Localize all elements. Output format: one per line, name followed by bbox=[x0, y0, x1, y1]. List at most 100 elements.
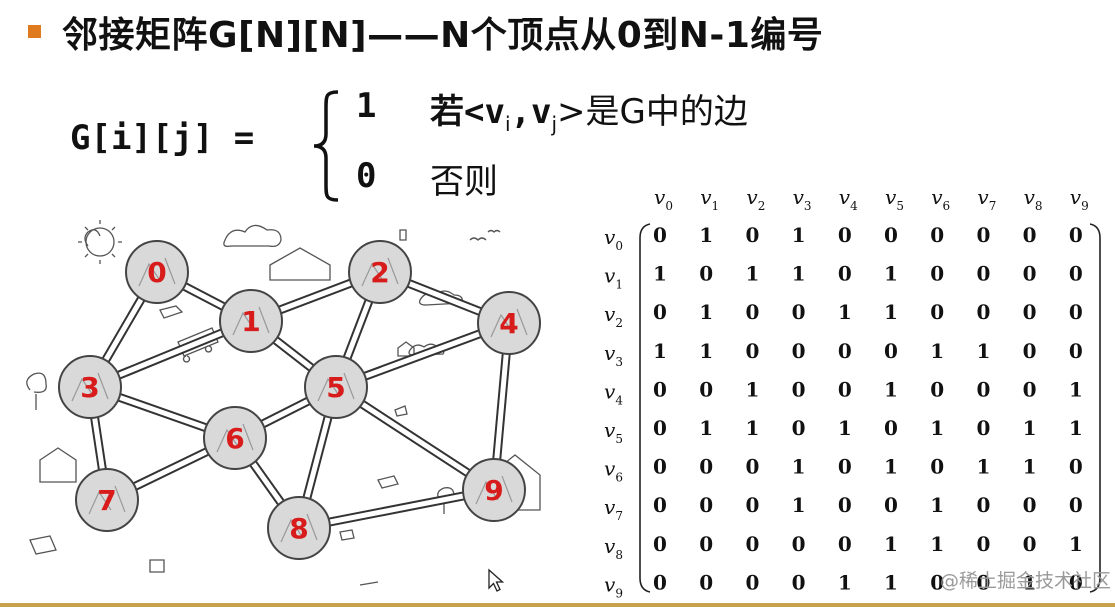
matrix-cell: 1 bbox=[838, 416, 852, 440]
matrix-cell: 1 bbox=[1069, 532, 1083, 556]
row-header-base: v bbox=[604, 534, 616, 558]
matrix-cell: 0 bbox=[976, 532, 990, 556]
matrix-col-header: v1 bbox=[700, 185, 719, 213]
tree-icon bbox=[26, 229, 101, 410]
col-header-sub: 9 bbox=[1081, 199, 1089, 213]
row-header-base: v bbox=[604, 572, 616, 596]
graph-vertex: 9 bbox=[462, 458, 526, 522]
matrix-cell: 1 bbox=[792, 223, 806, 247]
matrix-cell: 1 bbox=[838, 570, 852, 594]
matrix-cell: 1 bbox=[884, 300, 898, 324]
house-icon bbox=[39, 447, 77, 483]
vertex-label: 8 bbox=[289, 512, 308, 545]
matrix-cell: 0 bbox=[838, 377, 852, 401]
matrix-row-header: v0 bbox=[604, 225, 623, 253]
row-header-sub: 7 bbox=[615, 509, 623, 523]
vertex-sketch bbox=[490, 308, 528, 338]
matrix-cell: 1 bbox=[838, 300, 852, 324]
col-header-sub: 3 bbox=[804, 199, 812, 213]
col-header-sub: 2 bbox=[758, 199, 766, 213]
matrix-col-header: v9 bbox=[1070, 185, 1089, 213]
row-header-base: v bbox=[604, 457, 616, 481]
sun-icon bbox=[78, 220, 122, 264]
matrix-cell: 1 bbox=[884, 455, 898, 479]
row-header-sub: 5 bbox=[615, 432, 623, 446]
matrix-cell: 0 bbox=[1069, 455, 1083, 479]
matrix-cell: 0 bbox=[884, 416, 898, 440]
matrix-cell: 0 bbox=[838, 339, 852, 363]
matrix-right-bracket bbox=[1089, 223, 1101, 593]
matrix-cell: 0 bbox=[1069, 262, 1083, 286]
vertex-sketch bbox=[88, 485, 126, 515]
matrix-cell: 0 bbox=[653, 455, 667, 479]
curly-brace-icon bbox=[313, 90, 339, 202]
matrix-cell: 1 bbox=[884, 377, 898, 401]
vertex-circle bbox=[219, 289, 283, 353]
vertex-sketch bbox=[71, 372, 109, 402]
case2-text: 否则 bbox=[430, 162, 498, 202]
matrix-cell: 0 bbox=[792, 300, 806, 324]
graph-vertex: 2 bbox=[348, 240, 412, 304]
row-header-base: v bbox=[604, 302, 616, 326]
matrix-cell: 0 bbox=[792, 377, 806, 401]
row-header-sub: 1 bbox=[615, 278, 623, 292]
matrix-col-header: v6 bbox=[931, 185, 950, 213]
row-header-sub: 4 bbox=[615, 393, 623, 407]
graph-vertex: 6 bbox=[203, 406, 267, 470]
car-icon bbox=[377, 475, 399, 489]
matrix-cell: 0 bbox=[653, 300, 667, 324]
matrix-cell: 0 bbox=[699, 377, 713, 401]
matrix-cell: 0 bbox=[745, 223, 759, 247]
case2-value: 0 bbox=[356, 156, 377, 196]
row-header-base: v bbox=[604, 418, 616, 442]
matrix-cell: 0 bbox=[792, 416, 806, 440]
matrix-left-bracket bbox=[639, 223, 651, 593]
vertex-label: 7 bbox=[97, 484, 116, 517]
col-header-sub: 1 bbox=[712, 199, 720, 213]
matrix-cell: 1 bbox=[699, 300, 713, 324]
car-icon bbox=[159, 305, 184, 319]
case1-sub-i: i bbox=[504, 111, 511, 136]
vertex-sketch bbox=[317, 372, 355, 402]
matrix-cell: 0 bbox=[838, 493, 852, 517]
matrix-cell: 0 bbox=[1069, 570, 1083, 594]
matrix-cell: 0 bbox=[1023, 532, 1037, 556]
matrix-col-header: v8 bbox=[1024, 185, 1043, 213]
formula-lhs: G[i][j] = bbox=[70, 118, 255, 158]
vertex-circle bbox=[203, 406, 267, 470]
vertex-label: 1 bbox=[241, 305, 260, 338]
matrix-cell: 1 bbox=[1069, 416, 1083, 440]
slide-title: 邻接矩阵G[N][N]——N个顶点从0到N-1编号 bbox=[62, 15, 824, 56]
matrix-cell: 0 bbox=[976, 377, 990, 401]
graph-vertex: 3 bbox=[58, 355, 122, 419]
matrix-cell: 0 bbox=[1069, 339, 1083, 363]
cloud-icon bbox=[223, 224, 282, 248]
col-header-base: v bbox=[700, 185, 712, 209]
col-header-base: v bbox=[746, 185, 758, 209]
matrix-cell: 1 bbox=[1023, 455, 1037, 479]
matrix-cell: 1 bbox=[930, 339, 944, 363]
vertex-circle bbox=[125, 240, 189, 304]
col-header-sub: 5 bbox=[896, 199, 904, 213]
row-header-base: v bbox=[604, 225, 616, 249]
graph-vertex: 0 bbox=[125, 240, 189, 304]
matrix-col-header: v0 bbox=[654, 185, 673, 213]
matrix-cell: 1 bbox=[1069, 377, 1083, 401]
matrix-cell: 0 bbox=[1023, 300, 1037, 324]
matrix-cell: 0 bbox=[1023, 493, 1037, 517]
col-header-sub: 4 bbox=[850, 199, 858, 213]
graph-vertex: 5 bbox=[304, 355, 368, 419]
house-icon bbox=[269, 247, 331, 281]
matrix-cell: 0 bbox=[653, 223, 667, 247]
matrix-cell: 0 bbox=[792, 339, 806, 363]
matrix-cell: 0 bbox=[699, 493, 713, 517]
row-header-sub: 9 bbox=[615, 586, 623, 600]
scribble bbox=[29, 229, 415, 586]
matrix-cell: 1 bbox=[976, 339, 990, 363]
vertex-circle bbox=[348, 240, 412, 304]
matrix-col-header: v7 bbox=[977, 185, 996, 213]
